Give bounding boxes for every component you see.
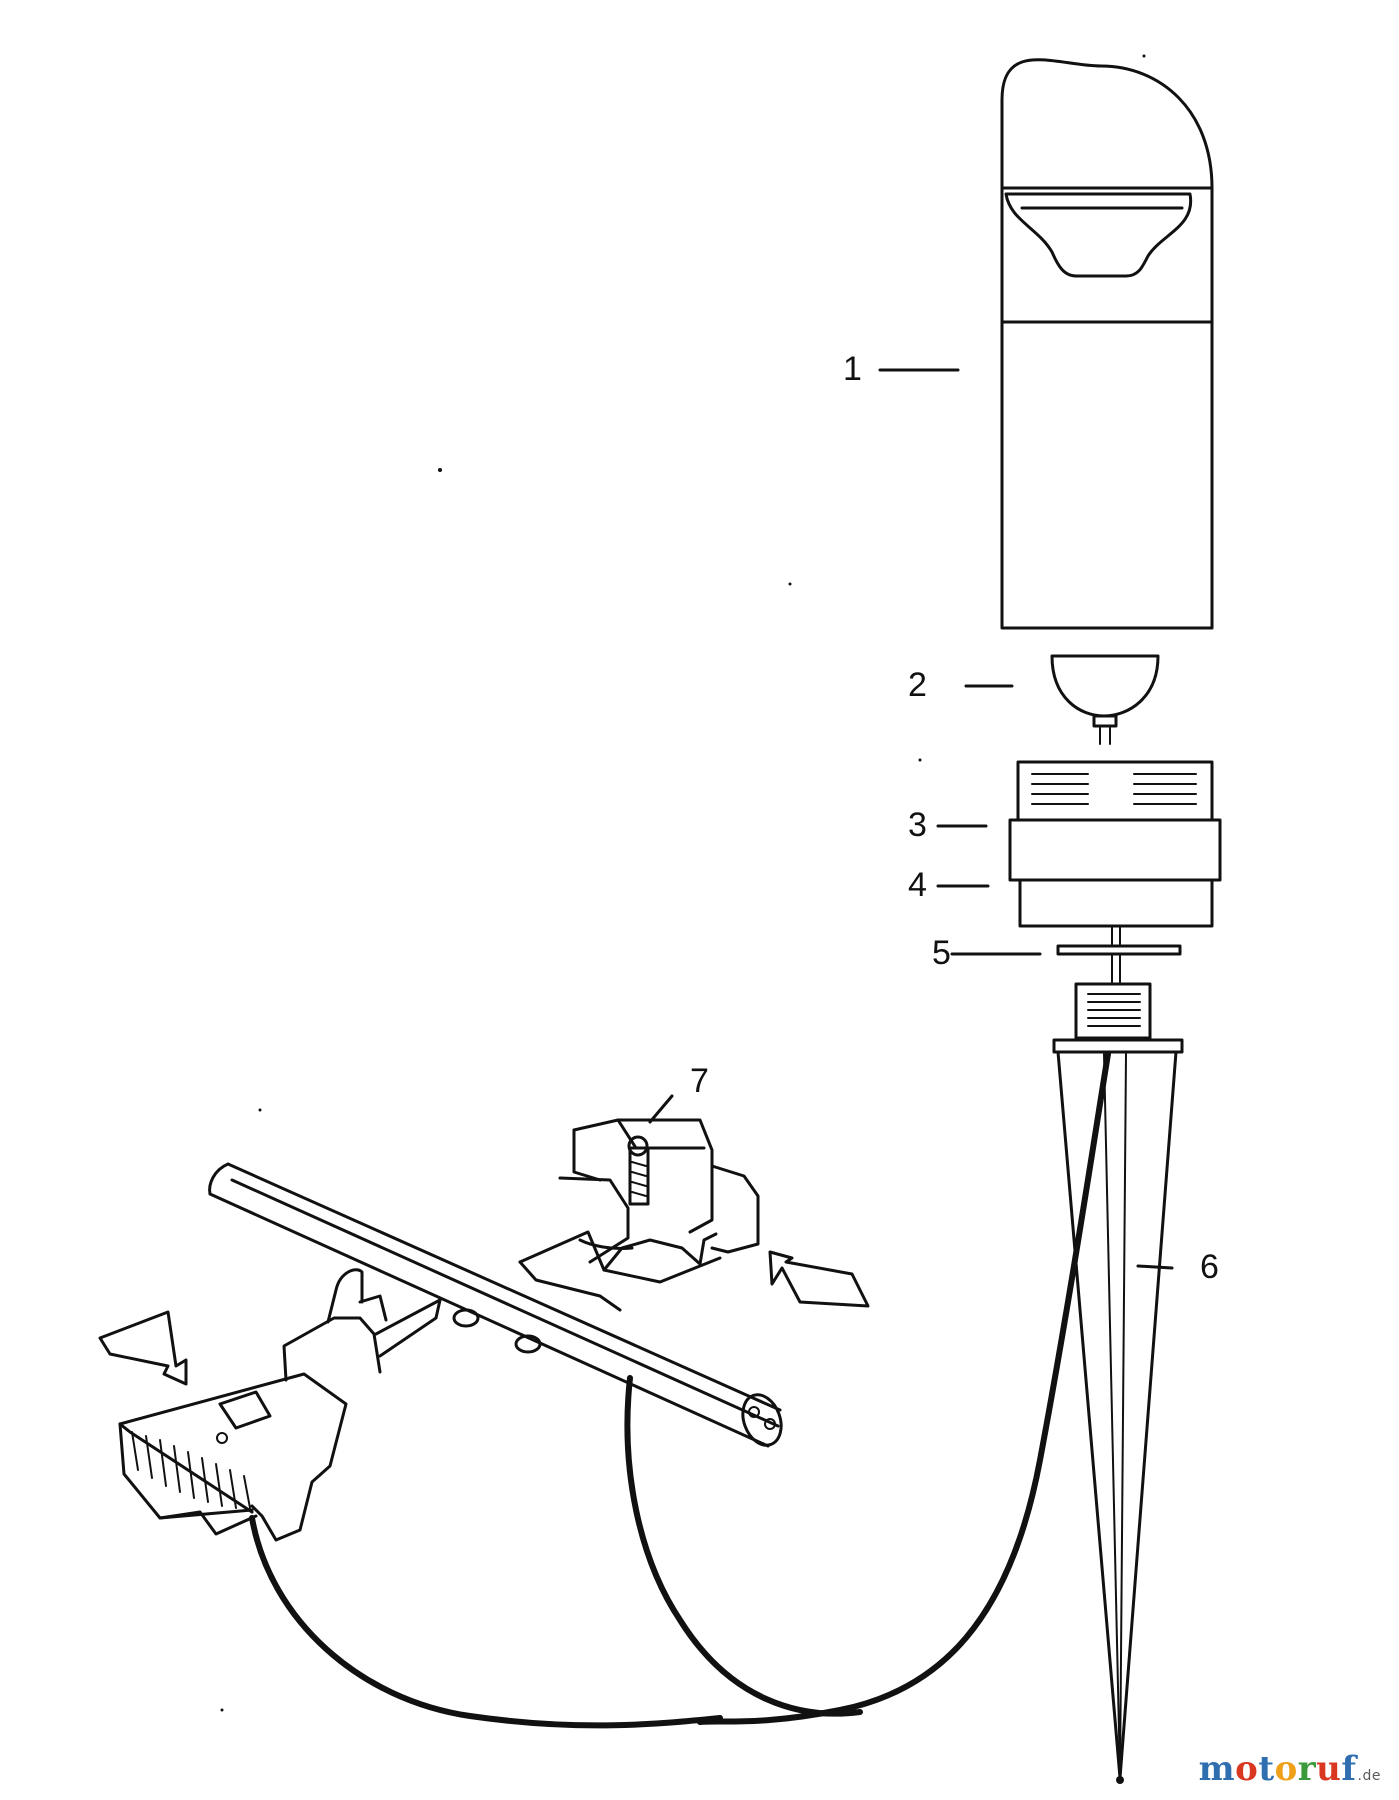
watermark-main: motoruf <box>1199 1752 1357 1786</box>
watermark-letter: o <box>1274 1749 1298 1789</box>
leader-lines <box>648 368 1174 1270</box>
socket-part-3 <box>1008 760 1222 882</box>
washer-part-5 <box>1056 944 1182 983</box>
power-cord <box>249 1051 1111 1729</box>
label-part-7: 7 <box>690 1062 709 1100</box>
watermark-suffix: .de <box>1357 1768 1381 1784</box>
watermark-letter: t <box>1258 1749 1275 1789</box>
part-labels: 1 2 3 4 5 6 7 <box>690 350 1219 1286</box>
transformer-plug <box>118 1268 442 1542</box>
bulb-part-2 <box>1050 654 1160 745</box>
watermark-letter: m <box>1198 1749 1236 1789</box>
lamp-housing-part-1 <box>1000 58 1214 630</box>
watermark-letter: o <box>1235 1749 1259 1789</box>
label-part-4: 4 <box>908 866 927 904</box>
low-voltage-cable <box>208 1162 783 1448</box>
label-part-2: 2 <box>908 666 927 704</box>
cable-connector-part-7 <box>518 1118 760 1312</box>
ground-spike-part-6 <box>1052 982 1184 1784</box>
cable-mount-feet <box>452 1308 542 1354</box>
assembly-arrow-right <box>768 1250 870 1308</box>
assembly-arrow-left <box>98 1310 188 1386</box>
label-part-3: 3 <box>908 806 927 844</box>
label-part-1: 1 <box>843 350 862 388</box>
watermark-logo: motoruf.de <box>1199 1752 1381 1786</box>
base-ring-part-4 <box>1018 878 1214 945</box>
label-part-5: 5 <box>932 934 951 972</box>
scan-specks <box>220 54 1146 1712</box>
watermark-letter: f <box>1341 1749 1357 1789</box>
watermark-letter: r <box>1297 1749 1317 1789</box>
watermark-letter: u <box>1316 1749 1342 1789</box>
label-part-6: 6 <box>1200 1248 1219 1286</box>
